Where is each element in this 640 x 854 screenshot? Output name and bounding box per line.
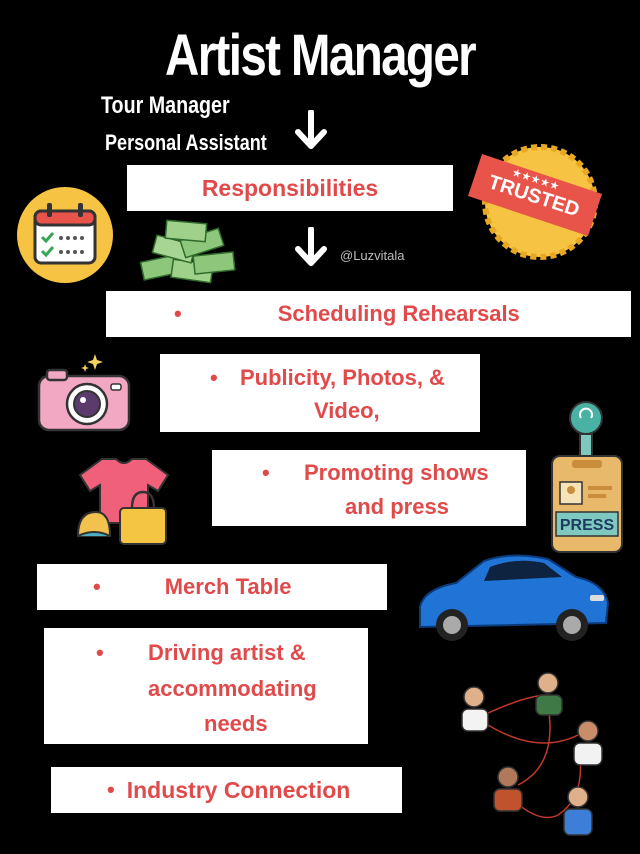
heading-label: Responsibilities [201, 174, 379, 201]
list-item: • Scheduling Rehearsals [106, 291, 631, 337]
list-item: • Promoting shows and press [212, 450, 526, 526]
arrow-down-icon [295, 227, 327, 266]
item-label: Industry Connection [126, 776, 351, 803]
list-item: • Industry Connection [51, 767, 402, 813]
list-item: • Driving artist & accommodating needs [44, 628, 368, 744]
item-label: Scheduling Rehearsals [277, 301, 520, 326]
subtitle-personal-assistant: Personal Assistant [105, 130, 267, 155]
item-label: Promoting shows [304, 460, 489, 485]
item-label: accommodating [148, 676, 317, 701]
bullet: • [96, 640, 104, 665]
list-item: • Merch Table [37, 564, 387, 610]
money-icon [139, 219, 236, 284]
item-label: and press [345, 494, 449, 519]
bullet: • [262, 460, 270, 485]
arrow-down-icon [295, 110, 327, 149]
list-item: • Publicity, Photos, & Video, [160, 354, 480, 432]
bullet: • [107, 777, 115, 802]
bullet: • [93, 574, 101, 599]
responsibilities-heading: Responsibilities [127, 165, 453, 211]
bullet: • [174, 301, 182, 326]
press-label: PRESS [560, 517, 615, 534]
subtitle-tour-manager: Tour Manager [101, 92, 230, 119]
item-label: Publicity, Photos, & [240, 365, 445, 390]
camera-icon [37, 354, 131, 432]
item-label: Video, [314, 398, 380, 423]
item-label: Merch Table [164, 574, 292, 599]
people-network-icon [461, 672, 603, 836]
social-handle: @Luzvitala [340, 248, 405, 263]
press-badge-icon: PRESS [551, 401, 623, 553]
car-icon [419, 554, 610, 641]
page-title: Artist Manager [164, 23, 477, 88]
item-label: Driving artist & [148, 640, 306, 665]
calendar-icon [17, 187, 113, 283]
shopping-bag-icon [119, 490, 167, 545]
cap-icon [76, 510, 112, 537]
trusted-badge-icon: TRUSTED ★★★★★ [468, 144, 602, 260]
bullet: • [210, 365, 218, 390]
item-label: needs [204, 711, 268, 736]
